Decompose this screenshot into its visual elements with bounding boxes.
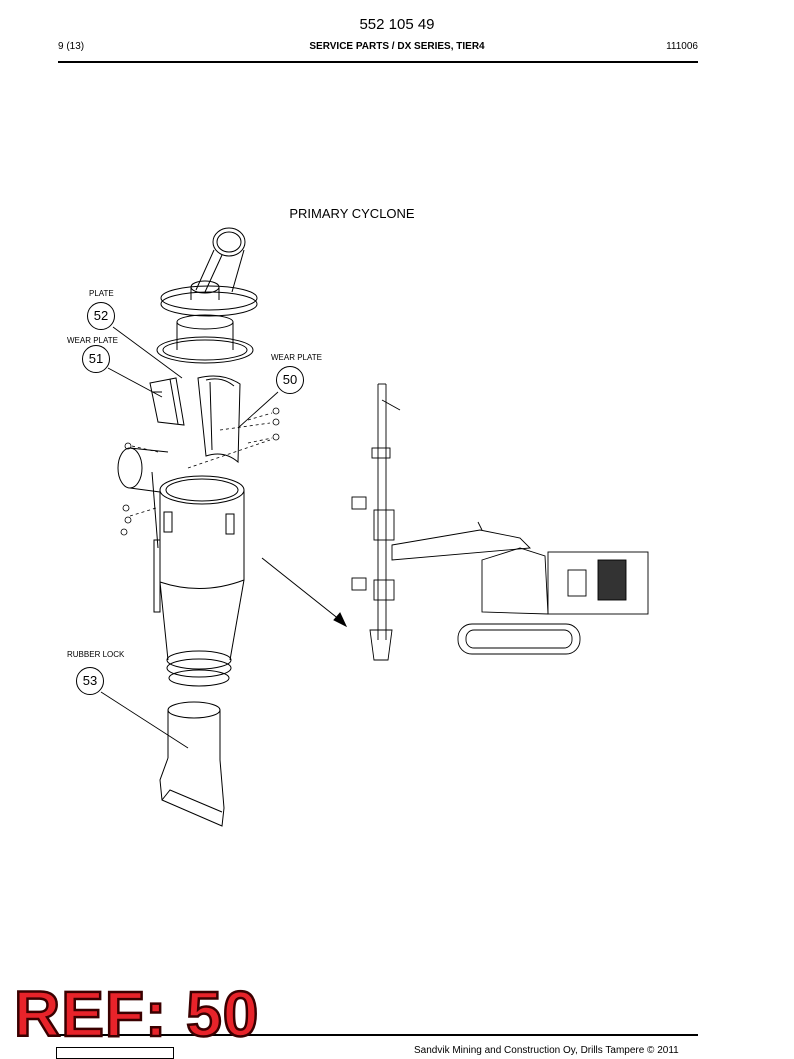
wear-plate-51-part bbox=[149, 377, 185, 426]
header-title: SERVICE PARTS / DX SERIES, TIER4 bbox=[309, 41, 485, 52]
page-number: 9 (13) bbox=[58, 41, 85, 52]
callout-balloon-51: 51 bbox=[82, 345, 110, 373]
callout-label-53: RUBBER LOCK bbox=[67, 650, 125, 659]
location-arrow bbox=[261, 557, 348, 628]
callout-label-50: WEAR PLATE bbox=[271, 353, 322, 362]
footer-logo bbox=[56, 1047, 174, 1059]
header-rule bbox=[58, 61, 698, 63]
footer-copyright: Sandvik Mining and Construction Oy, Dril… bbox=[414, 1045, 679, 1056]
plate-disc-part bbox=[160, 280, 258, 350]
cyclone-body-part bbox=[117, 447, 245, 687]
callout-balloon-50: 50 bbox=[276, 366, 304, 394]
callout-balloon-52: 52 bbox=[87, 302, 115, 330]
footer-rule bbox=[58, 1034, 698, 1036]
ref-stamp: REF: 50 bbox=[13, 978, 260, 1050]
callout-label-52: PLATE bbox=[89, 289, 114, 298]
wear-plate-50-part bbox=[197, 375, 241, 464]
left-bolt-hardware bbox=[120, 442, 159, 536]
callout-balloon-53: 53 bbox=[76, 667, 104, 695]
bolt-hardware bbox=[187, 407, 280, 469]
leader-lines bbox=[100, 326, 279, 749]
drill-rig-illustration bbox=[351, 383, 649, 661]
gasket-ring-part bbox=[156, 336, 254, 364]
callout-label-51: WEAR PLATE bbox=[67, 336, 118, 345]
document-code: 111006 bbox=[666, 41, 698, 52]
pipe-clamp-part bbox=[195, 227, 246, 293]
drawing-title: PRIMARY CYCLONE bbox=[289, 206, 415, 221]
document-number: 552 105 49 bbox=[359, 16, 435, 33]
rubber-lock-part bbox=[159, 701, 225, 827]
